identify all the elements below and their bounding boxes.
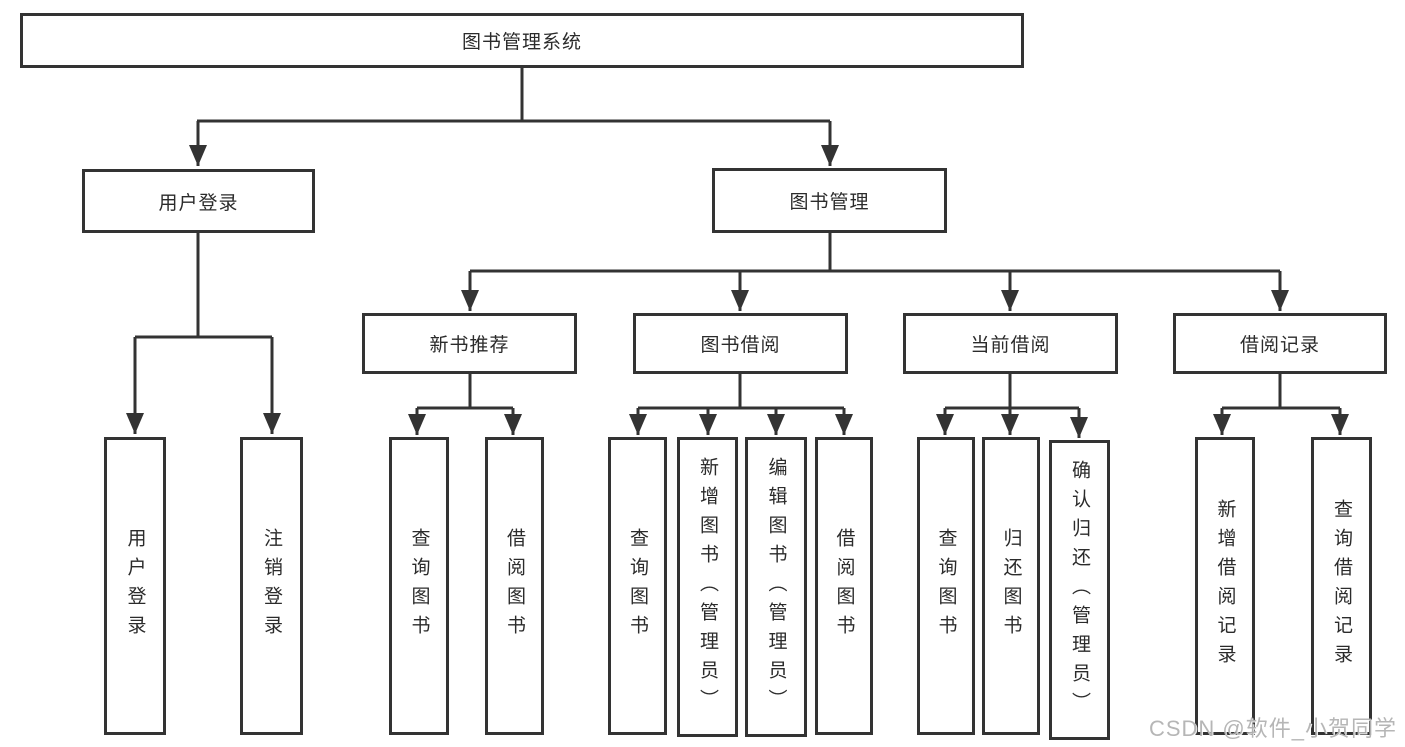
leaf-add-borrow-record: 新增借阅记录	[1195, 437, 1255, 735]
leaf-query-borrow-record-label: 查询借阅记录	[1331, 499, 1352, 673]
node-user-login: 用户登录	[82, 169, 315, 233]
node-book-borrow: 图书借阅	[633, 313, 848, 374]
leaf-recommend-borrow-books: 借阅图书	[485, 437, 544, 735]
node-current-borrow: 当前借阅	[903, 313, 1118, 374]
leaf-return-books-label: 归还图书	[1000, 528, 1022, 644]
node-root: 图书管理系统	[20, 13, 1024, 68]
connector-book-mgmt-to-level3	[461, 233, 1289, 311]
node-current-borrow-label: 当前借阅	[970, 335, 1051, 356]
leaf-borrow-query-books-label: 查询图书	[627, 528, 648, 644]
node-book-borrow-label: 图书借阅	[700, 335, 781, 356]
node-book-management-label: 图书管理	[789, 192, 870, 213]
leaf-edit-books-admin: 编辑图书（管理员）	[745, 437, 807, 737]
node-new-book-recommend: 新书推荐	[362, 313, 577, 374]
connector-book-borrow-to-leaves	[629, 374, 853, 435]
leaf-logout-label: 注销登录	[261, 528, 282, 644]
leaf-add-books-admin: 新增图书（管理员）	[677, 437, 738, 737]
leaf-query-borrow-record: 查询借阅记录	[1311, 437, 1372, 735]
leaf-current-query-books: 查询图书	[917, 437, 975, 735]
connector-new-book-rec-to-leaves	[408, 374, 522, 435]
csdn-watermark: CSDN @软件_小贺同学	[1148, 716, 1397, 741]
node-user-login-label: 用户登录	[158, 192, 239, 214]
leaf-recommend-query-books-label: 查询图书	[408, 528, 430, 644]
node-root-label: 图书管理系统	[461, 32, 582, 53]
leaf-borrow-books-label: 借阅图书	[833, 528, 855, 644]
node-borrow-records-label: 借阅记录	[1239, 335, 1320, 356]
connector-root-to-level2	[189, 68, 839, 166]
leaf-user-login: 用户登录	[104, 437, 166, 735]
node-new-book-recommend-label: 新书推荐	[429, 335, 510, 356]
node-book-management: 图书管理	[712, 168, 947, 233]
leaf-recommend-borrow-books-label: 借阅图书	[504, 528, 525, 644]
leaf-recommend-query-books: 查询图书	[389, 437, 449, 735]
connector-current-borrow-to-leaves	[936, 374, 1088, 438]
leaf-borrow-query-books: 查询图书	[608, 437, 667, 735]
leaf-current-query-books-label: 查询图书	[935, 528, 957, 644]
leaf-logout: 注销登录	[240, 437, 303, 735]
leaf-add-books-admin-label: 新增图书（管理员）	[697, 456, 718, 718]
connector-borrow-records-to-leaves	[1213, 374, 1349, 435]
leaf-confirm-return-admin-label: 确认归还（管理员）	[1069, 459, 1090, 721]
node-borrow-records: 借阅记录	[1173, 313, 1387, 374]
leaf-edit-books-admin-label: 编辑图书（管理员）	[765, 456, 787, 718]
leaf-borrow-books: 借阅图书	[815, 437, 873, 735]
connector-user-login-to-leaves	[126, 233, 281, 434]
leaf-confirm-return-admin: 确认归还（管理员）	[1049, 440, 1110, 740]
leaf-return-books: 归还图书	[982, 437, 1040, 735]
leaf-user-login-label: 用户登录	[124, 528, 146, 644]
leaf-add-borrow-record-label: 新增借阅记录	[1214, 499, 1236, 673]
